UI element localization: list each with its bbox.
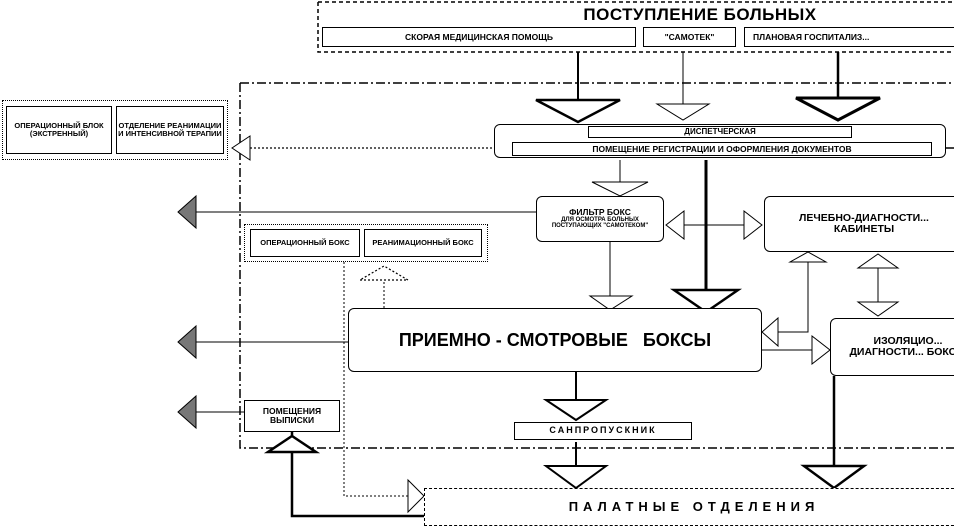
dispatch-room: ДИСПЕТЧЕРСКАЯ [588,126,852,138]
isolation-boxes: ИЗОЛЯЦИО... ДИАГНОСТИ... БОКСЫ [830,318,954,376]
arrow-opbox-wards [407,478,425,514]
arrow-discharge-up [263,434,321,454]
top-frame [317,1,954,53]
arrow-filter-diag-left [665,209,685,241]
arrow-left-2 [177,324,197,360]
ops-block-group [2,100,228,160]
arrow-wards-head-2 [800,464,868,490]
resuscitation-box: РЕАНИМАЦИОННЫЙ БОКС [364,229,482,257]
arrow-resus-up [357,265,411,281]
source-walkin: "САМОТЕК" [643,27,736,47]
arrow-sanitary-head [542,399,610,422]
arrow-ops-head [231,135,251,161]
operating-box: ОПЕРАЦИОННЫЙ БОКС [250,229,360,257]
source-ambulance: СКОРАЯ МЕДИЦИНСКАЯ ПОМОЩЬ [322,27,636,47]
sanitary-checkpoint: САНПРОПУСКНИК [514,422,692,440]
arrow-diag-up [788,251,828,263]
filter-box-subtitle: ДЛЯ ОСМОТРА БОЛЬНЫХ ПОСТУПАЮЩИХ "САМОТЕК… [551,217,649,230]
exam-boxes: ПРИЕМНО - СМОТРОВЫЕ БОКСЫ [348,308,762,372]
arrow-exam-iso [811,334,831,366]
operating-block: ОПЕРАЦИОННЫЙ БЛОК (ЭКСТРЕННЫЙ) [6,106,112,154]
arrow-walkin-head [655,103,711,121]
ward-departments: ПАЛАТНЫЕ ОТДЕЛЕНИЯ [424,488,954,526]
arrow-wards-head-1 [542,465,610,490]
filter-box: ФИЛЬТР БОКС ДЛЯ ОСМОТРА БОЛЬНЫХ ПОСТУПАЮ… [536,196,664,242]
icu-department: ОТДЕЛЕНИЕ РЕАНИМАЦИИ И ИНТЕНСИВНОЙ ТЕРАП… [116,106,224,154]
arrow-diag-iso-down [856,301,900,317]
arrow-filter-exam-head [588,295,634,311]
diagnostic-rooms: ЛЕЧЕБНО-ДИАГНОСТИ... КАБИНЕТЫ [764,196,954,252]
op-resus-group [244,224,488,262]
admission-title: ПОСТУПЛЕНИЕ БОЛЬНЫХ [583,5,817,24]
arrow-diag-iso-up [856,253,900,269]
link-opbox-wards [343,262,410,497]
arrow-filter-diag-right [743,209,763,241]
link-diag-exam [778,262,809,333]
arrow-left-1 [177,194,197,230]
arrow-ambulance-head [535,98,621,124]
source-planned: ПЛАНОВАЯ ГОСПИТАЛИЗ... [744,27,954,47]
link-discharge-wards [290,432,424,518]
arrow-filter-head [591,181,649,197]
arrow-main-head [669,288,743,314]
reception-frame [239,82,954,449]
discharge-room: ПОМЕЩЕНИЯ ВЫПИСКИ [244,400,340,432]
registration-room: ПОМЕЩЕНИЕ РЕГИСТРАЦИИ И ОФОРМЛЕНИЯ ДОКУМ… [512,142,932,156]
filter-box-title: ФИЛЬТР БОКС [569,207,631,218]
arrow-left-3 [177,394,197,430]
arrow-planned-head [795,96,881,122]
arrow-exam-right [761,316,779,348]
